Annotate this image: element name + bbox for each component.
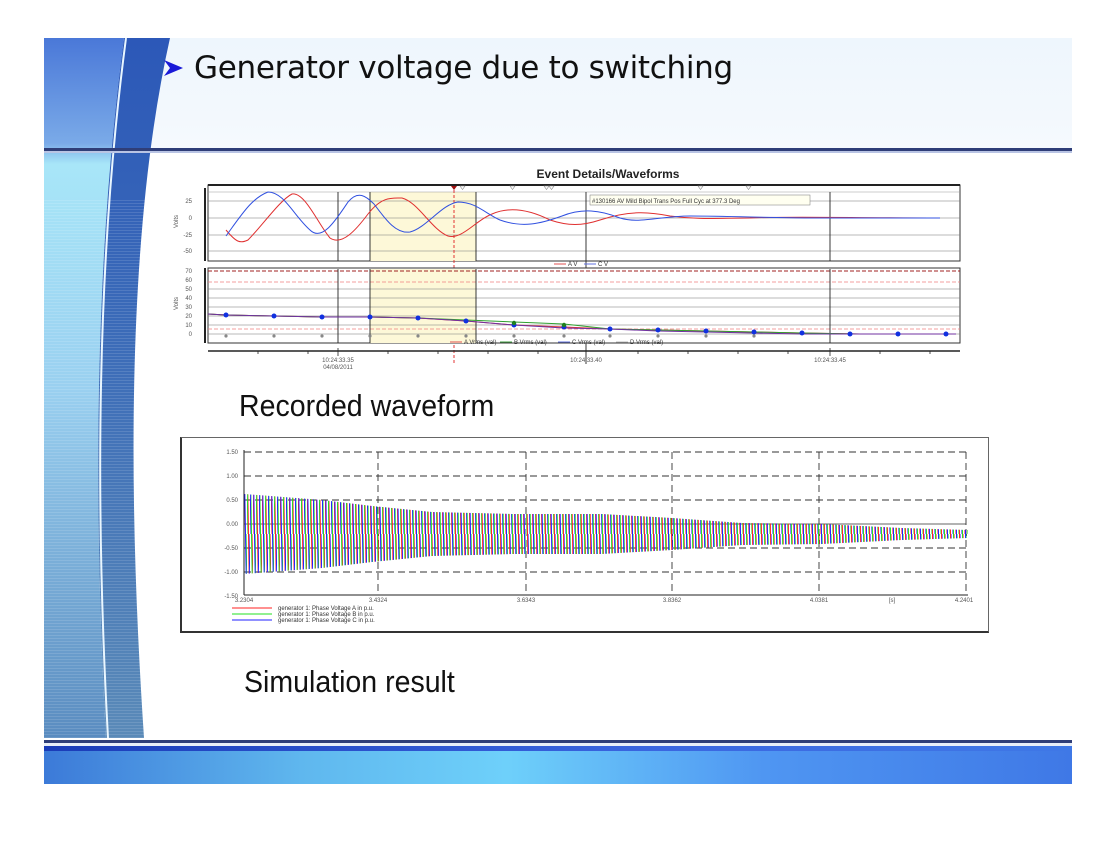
event-annotation: #130166 AV Mild Bipol Trans Pos Full Cyc… [592, 199, 740, 205]
title-row: Generator voltage due to switching [162, 50, 733, 86]
svg-text:50: 50 [185, 287, 192, 293]
title-divider-highlight [44, 151, 1072, 153]
slide-title: Generator voltage due to switching [194, 50, 733, 86]
svg-text:D Vrms (val): D Vrms (val) [630, 340, 663, 346]
svg-text:B Vrms (val): B Vrms (val) [514, 340, 547, 346]
svg-text:generator 1: Phase Voltage A i: generator 1: Phase Voltage A in p.u. [278, 606, 374, 612]
caption-recorded-waveform: Recorded waveform [239, 388, 495, 423]
svg-text:3.4324: 3.4324 [369, 598, 388, 604]
slide: Generator voltage due to switching Event… [44, 38, 1072, 784]
svg-text:-1.50: -1.50 [224, 594, 238, 600]
svg-text:60: 60 [185, 278, 192, 284]
svg-text:Volts: Volts [174, 215, 180, 228]
left-decoration [44, 38, 184, 738]
svg-text:70: 70 [185, 269, 192, 275]
arrow-bullet-icon [164, 60, 183, 76]
svg-text:-50: -50 [183, 249, 192, 255]
svg-text:4.0381: 4.0381 [810, 598, 829, 604]
svg-text:25: 25 [185, 199, 192, 205]
footer-band [44, 746, 1072, 784]
simulation-figure: 1.50 1.00 0.50 0.00 -0.50 -1.00 -1.50 3.… [180, 437, 989, 633]
svg-text:0: 0 [189, 332, 193, 338]
svg-text:-1.00: -1.00 [224, 570, 238, 576]
svg-text:1.50: 1.50 [226, 450, 238, 456]
title-divider [44, 148, 1072, 151]
footer-divider-highlight [44, 743, 1072, 746]
svg-text:10: 10 [185, 323, 192, 329]
figure-title: Event Details/Waveforms [537, 167, 680, 181]
svg-text:A Vrms (val): A Vrms (val) [464, 340, 496, 346]
svg-text:3.2304: 3.2304 [235, 598, 254, 604]
footer-divider [44, 740, 1072, 743]
svg-text:A V: A V [568, 262, 577, 268]
title-band [44, 38, 1072, 150]
svg-text:10:24:33.35: 10:24:33.35 [322, 358, 354, 364]
svg-text:4.2401: 4.2401 [955, 598, 974, 604]
svg-text:10:24:33.40: 10:24:33.40 [570, 358, 602, 364]
svg-text:-25: -25 [183, 233, 192, 239]
svg-text:-0.50: -0.50 [224, 546, 238, 552]
svg-text:0: 0 [189, 216, 193, 222]
recorded-waveform-figure: Event Details/Waveforms [170, 164, 970, 374]
svg-text:C Vrms (val): C Vrms (val) [572, 340, 605, 346]
svg-text:Volts: Volts [174, 297, 180, 310]
svg-text:0.00: 0.00 [226, 522, 238, 528]
svg-text:C V: C V [598, 262, 608, 268]
svg-text:3.8362: 3.8362 [663, 598, 682, 604]
caption-simulation-result: Simulation result [244, 664, 455, 699]
svg-text:30: 30 [185, 305, 192, 311]
svg-text:[s]: [s] [889, 598, 896, 604]
svg-text:10:24:33.45: 10:24:33.45 [814, 358, 846, 364]
svg-text:0.50: 0.50 [226, 498, 238, 504]
svg-text:20: 20 [185, 314, 192, 320]
svg-text:generator 1: Phase Voltage C i: generator 1: Phase Voltage C in p.u. [278, 618, 375, 624]
svg-text:3.6343: 3.6343 [517, 598, 536, 604]
svg-text:40: 40 [185, 296, 192, 302]
svg-text:generator 1: Phase Voltage B i: generator 1: Phase Voltage B in p.u. [278, 612, 375, 618]
svg-text:1.00: 1.00 [226, 474, 238, 480]
svg-text:04/08/2011: 04/08/2011 [323, 365, 353, 371]
